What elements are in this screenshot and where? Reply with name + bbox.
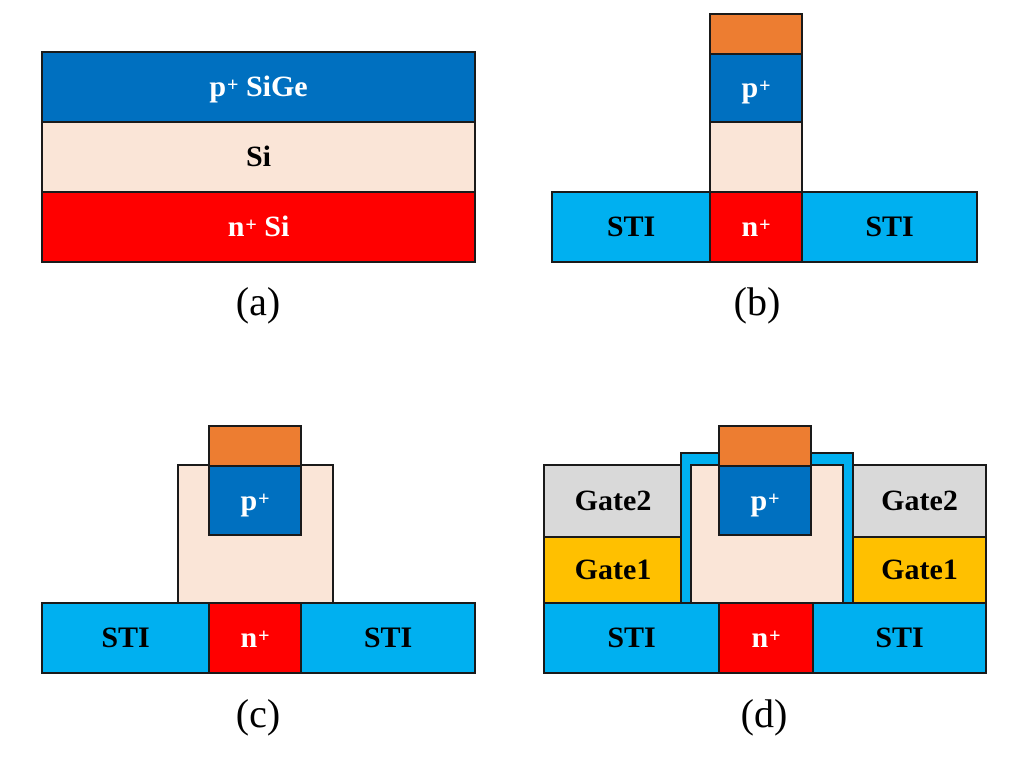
n-plus-region: n+	[208, 602, 302, 674]
sti-left: STI	[543, 602, 720, 674]
p-plus-region: p+	[208, 465, 302, 536]
p-plus-base: p	[741, 71, 759, 104]
gate2-left: Gate2	[543, 464, 683, 538]
n-si-label-sup: +	[245, 214, 257, 236]
si-pillar	[709, 121, 803, 193]
p-sige-label-sup: +	[227, 74, 239, 96]
gate2-left-label: Gate2	[574, 484, 652, 517]
sti-left: STI	[551, 191, 711, 263]
p-plus-sup: +	[768, 487, 780, 510]
n-plus-sup: +	[769, 625, 781, 647]
n-plus-sup: +	[258, 625, 270, 647]
sti-right: STI	[812, 602, 987, 674]
p-plus-sup: +	[759, 75, 771, 97]
hard-mask-cap	[208, 425, 302, 467]
n-plus-si-layer: n+ Si	[41, 191, 476, 263]
sti-left-label: STI	[607, 621, 656, 654]
p-plus-region: p+	[718, 465, 812, 536]
si-layer: Si	[41, 121, 476, 193]
sti-right: STI	[300, 602, 476, 674]
hard-mask-cap	[718, 425, 812, 467]
sti-left: STI	[41, 602, 210, 674]
caption-c: (c)	[235, 691, 281, 736]
n-plus-region: n+	[718, 602, 814, 674]
n-plus-base: n	[741, 210, 759, 243]
caption-a: (a)	[235, 279, 281, 324]
sti-right-label: STI	[875, 621, 924, 654]
caption-b: (b)	[733, 279, 781, 324]
gate2-right: Gate2	[852, 464, 987, 538]
gate2-right-label: Gate2	[881, 484, 958, 517]
sti-right-label: STI	[865, 210, 914, 243]
p-plus-base: p	[750, 483, 768, 517]
p-sige-label-rest: SiGe	[238, 70, 308, 103]
hard-mask-cap	[709, 13, 803, 55]
p-sige-layer: p+ SiGe	[41, 51, 476, 123]
si-label: Si	[245, 140, 272, 173]
n-plus-region: n+	[709, 191, 803, 263]
p-plus-region: p+	[709, 53, 803, 123]
sti-left-label: STI	[101, 621, 150, 654]
n-plus-base: n	[240, 621, 258, 654]
sti-right: STI	[801, 191, 978, 263]
gate1-right-label: Gate1	[881, 553, 958, 586]
gate1-left-label: Gate1	[574, 553, 652, 586]
n-si-label-rest: Si	[256, 210, 290, 243]
n-si-label-base: n	[227, 210, 245, 243]
p-plus-base: p	[240, 483, 258, 517]
gate1-right: Gate1	[852, 536, 987, 604]
p-sige-label-base: p	[209, 70, 227, 103]
caption-d: (d)	[740, 691, 788, 736]
n-plus-base: n	[751, 621, 769, 654]
n-plus-sup: +	[759, 214, 771, 236]
gate1-left: Gate1	[543, 536, 683, 604]
p-plus-sup: +	[258, 487, 270, 510]
sti-right-label: STI	[363, 621, 413, 654]
sti-left-label: STI	[606, 210, 656, 243]
